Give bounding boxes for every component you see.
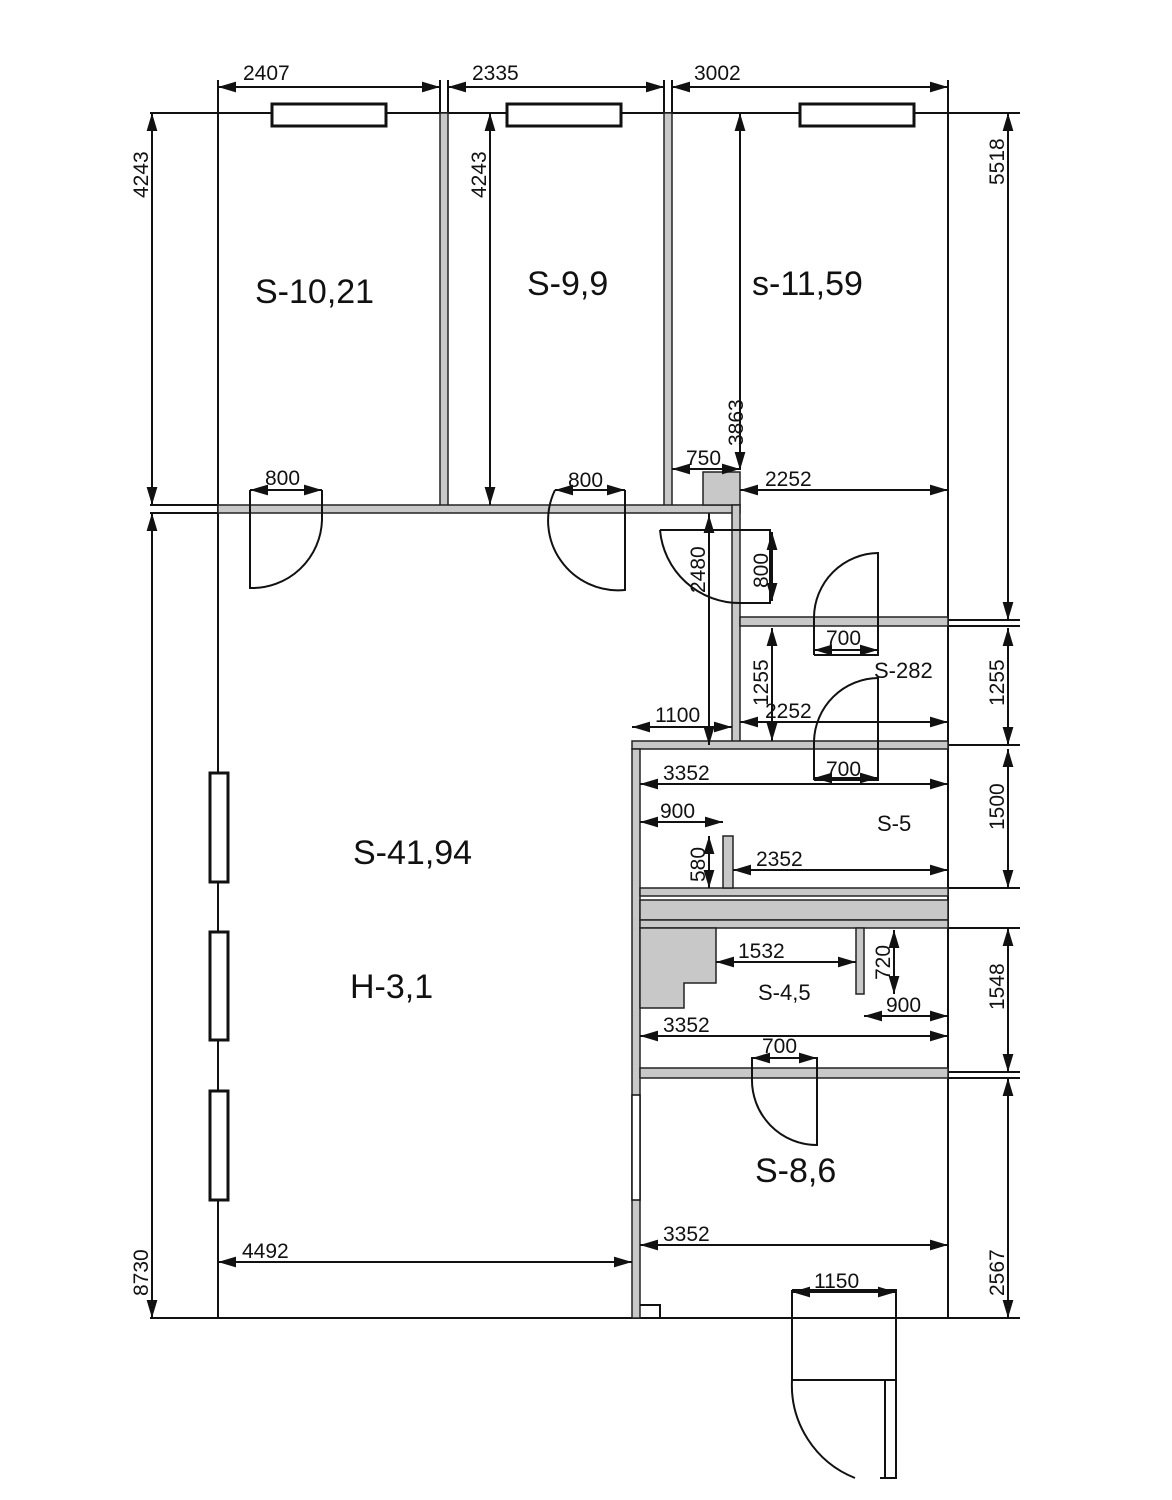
dim-label: 4243 [468, 151, 491, 198]
room-label: S-9,9 [527, 265, 608, 303]
dim-label: 5518 [986, 138, 1009, 185]
room-label: S-8,6 [755, 1152, 836, 1190]
dim-label: 720 [872, 945, 895, 980]
door [813, 676, 879, 781]
dim-label: 3352 [663, 1223, 710, 1246]
window [208, 930, 230, 1042]
windows [208, 102, 916, 1202]
dim-label: 1500 [986, 783, 1009, 830]
dim-label: 1532 [738, 940, 785, 963]
room-labels: S-10,21 S-9,9 s-11,59 S-41,94 H-3,1 S-28… [255, 265, 933, 1190]
dim-label: 2352 [756, 848, 803, 871]
dim-label: 1548 [986, 963, 1009, 1010]
window [208, 771, 230, 884]
dim-label: 2567 [986, 1249, 1009, 1296]
dim-label: 2335 [472, 62, 519, 85]
dim-label: 4492 [242, 1240, 289, 1263]
dimension-lines [146, 81, 1014, 1318]
door [249, 490, 323, 590]
dim-label: 2252 [765, 468, 812, 491]
dim-label: 1255 [750, 659, 773, 706]
dim-label: 3352 [663, 1014, 710, 1037]
dim-label: 2252 [765, 700, 812, 723]
dim-label: 800 [265, 467, 300, 490]
dim-label: 4243 [130, 151, 153, 198]
dim-label: 3863 [725, 399, 748, 446]
dim-label: 8730 [130, 1249, 153, 1296]
door [547, 489, 626, 592]
window [505, 102, 623, 128]
window [270, 102, 388, 128]
door [813, 551, 879, 656]
window [798, 102, 916, 128]
dim-label: 1150 [814, 1270, 859, 1293]
dimension-labels: 2407 2335 3002 4243 4243 5518 3863 750 2… [130, 62, 1009, 1296]
doors [249, 489, 897, 1479]
dim-label: 700 [826, 758, 861, 781]
room-label: s-11,59 [752, 265, 863, 303]
dim-label: 900 [886, 994, 921, 1017]
dim-label: 2407 [243, 62, 290, 85]
dim-label: 800 [750, 553, 773, 588]
dim-label: 800 [568, 469, 603, 492]
dim-label: 2480 [687, 546, 710, 593]
dim-label: 580 [687, 847, 710, 882]
dim-label: 750 [686, 447, 721, 470]
room-label: S-41,94 [353, 834, 472, 872]
dim-label: 3002 [694, 62, 741, 85]
window [208, 1089, 230, 1202]
dim-label: 3352 [663, 762, 710, 785]
interior-walls [217, 112, 949, 1319]
dim-label: 900 [660, 800, 695, 823]
dim-label: 700 [826, 627, 861, 650]
room-label: S-282 [874, 658, 933, 683]
ceiling-height-label: H-3,1 [350, 968, 433, 1006]
dim-label: 1255 [986, 659, 1009, 706]
room-label: S-5 [877, 811, 911, 836]
room-label: S-4,5 [758, 980, 811, 1005]
dim-label: 700 [762, 1035, 797, 1058]
dim-label: 1100 [655, 704, 700, 727]
room-label: S-10,21 [255, 273, 374, 311]
